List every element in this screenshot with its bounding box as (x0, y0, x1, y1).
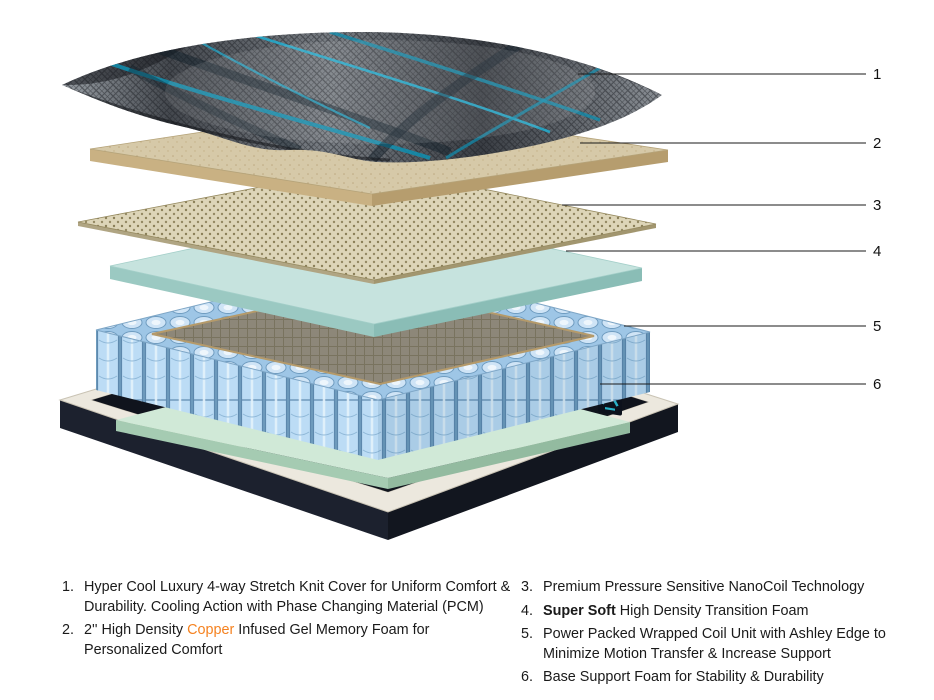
legend-item-2: 2. 2'' High Density Copper Infused Gel M… (62, 621, 507, 660)
coils-right-face-shade (378, 332, 650, 460)
deck-foam-right-edge (388, 422, 630, 489)
transition-foam-left-edge (110, 266, 374, 337)
callout-number-1: 1 (873, 66, 881, 83)
legend-column-left: 1. Hyper Cool Luxury 4-way Stretch Knit … (62, 578, 511, 692)
legend: 1. Hyper Cool Luxury 4-way Stretch Knit … (0, 578, 934, 692)
layer-3-nanocoil-sheet (77, 165, 657, 284)
callout-numbers: 1 2 3 4 5 6 (873, 66, 881, 393)
legend-item-4-text: Super Soft High Density Transition Foam (543, 602, 809, 619)
legend-item-6-text: Base Support Foam for Stability & Durabi… (543, 669, 824, 686)
legend-item-3: 3. Premium Pressure Sensitive NanoCoil T… (521, 578, 934, 598)
coils-right-face (378, 332, 650, 460)
legend-item-1-text: Hyper Cool Luxury 4-way Stretch Knit Cov… (84, 579, 511, 615)
callout-number-6: 6 (873, 376, 881, 393)
legend-item-3-number: 3. (521, 579, 534, 595)
legend-item-4-number: 4. (521, 602, 534, 619)
legend-item-5: 5. Power Packed Wrapped Coil Unit with A… (521, 625, 934, 664)
memory-foam-left-edge (90, 149, 372, 206)
callout-number-5: 5 (873, 318, 881, 335)
logo-underline (605, 407, 615, 411)
super-soft-highlight: Super Soft (543, 602, 616, 619)
cover-plaid-accents (62, 31, 662, 163)
legend-item-6-number: 6. (521, 669, 534, 686)
legend-item-1: 1. Hyper Cool Luxury 4-way Stretch Knit … (62, 578, 511, 617)
nanocoil-right-edge (374, 224, 656, 284)
legend-item-6: 6. Base Support Foam for Stability & Dur… (521, 668, 934, 688)
legend-item-3-text: Premium Pressure Sensitive NanoCoil Tech… (543, 579, 865, 595)
callout-lines (562, 73, 866, 385)
memory-foam-right-edge (372, 150, 668, 206)
legend-item-1-number: 1. (62, 579, 75, 595)
legend-item-2-number: 2. (62, 622, 75, 639)
legend-item-5-text: Power Packed Wrapped Coil Unit with Ashl… (543, 626, 886, 662)
callout-number-4: 4 (873, 243, 881, 260)
exploded-mattress-diagram: 1 2 3 4 5 6 (58, 31, 881, 540)
legend-item-2-text: 2'' High Density Copper Infused Gel Memo… (84, 622, 430, 658)
legend-item-4: 4. Super Soft High Density Transition Fo… (521, 602, 934, 622)
callout-number-3: 3 (873, 197, 881, 214)
coils-left-face (96, 330, 378, 460)
copper-highlight: Copper (187, 622, 235, 639)
callout-number-2: 2 (873, 135, 881, 152)
deck-foam-left-edge (116, 420, 388, 489)
layer-1-knit-cover (62, 31, 662, 163)
legend-item-5-number: 5. (521, 626, 534, 643)
transition-foam-right-edge (374, 268, 642, 337)
legend-column-right: 3. Premium Pressure Sensitive NanoCoil T… (507, 578, 934, 692)
nanocoil-left-edge (78, 222, 374, 284)
